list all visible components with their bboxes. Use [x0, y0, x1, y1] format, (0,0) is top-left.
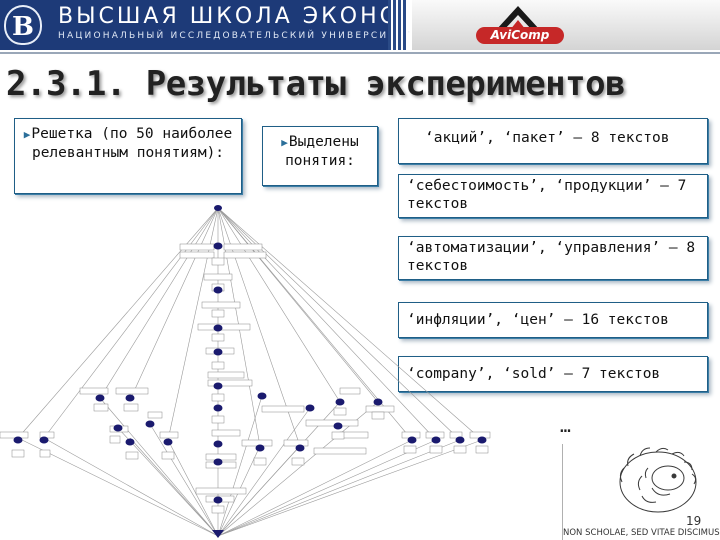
concepts-caption-box: ▶Выделены понятия: — [262, 126, 378, 186]
university-motto: NON SCHOLAE, SED VITAE DISCIMUS — [563, 528, 720, 538]
org-subtitle: НАЦИОНАЛЬНЫЙ ИССЛЕДОВАТЕЛЬСКИЙ УНИВЕРСИТ… — [58, 31, 412, 41]
emblem-divider — [562, 444, 563, 540]
result-box: ‘акций’, ‘пакет’ – 8 текстов — [398, 118, 708, 164]
result-box: ‘инфляции’, ‘цен’ – 16 текстов — [398, 302, 708, 338]
avicomp-logo-text: AviComp — [476, 27, 564, 44]
result-box: ‘себестоимость’, ‘продукции’ – 7 текстов — [398, 174, 708, 218]
page-number: 19 — [686, 514, 702, 528]
result-text: ‘себестоимость’, ‘продукции’ – 7 текстов — [407, 178, 687, 212]
header-stripes — [388, 0, 408, 50]
result-text: ‘акций’, ‘пакет’ – 8 текстов — [425, 130, 670, 146]
result-box: ‘company’, ‘sold’ – 7 текстов — [398, 356, 708, 392]
concepts-caption: Выделены понятия: — [285, 134, 359, 169]
slide-title: 2.3.1. Результаты экспериментов — [6, 64, 626, 104]
hse-emblem-icon: В — [4, 5, 42, 45]
partner-panel — [412, 0, 720, 50]
hedgehog-emblem-icon — [619, 447, 697, 513]
hse-banner — [0, 0, 388, 50]
lattice-caption-box: ▶Решетка (по 50 наиболее релевантным пон… — [14, 118, 242, 194]
more-results-ellipsis: … — [560, 416, 572, 437]
bullet-arrow-icon: ▶ — [23, 128, 31, 141]
lattice-caption: Решетка (по 50 наиболее релевантным поня… — [31, 126, 233, 161]
header-divider — [0, 52, 720, 54]
result-box: ‘автоматизации’, ‘управления’ – 8 тексто… — [398, 236, 708, 280]
concept-lattice-diagram — [0, 205, 491, 538]
result-text: ‘автоматизации’, ‘управления’ – 8 тексто… — [407, 240, 696, 274]
result-text: ‘company’, ‘sold’ – 7 текстов — [407, 366, 661, 382]
result-text: ‘инфляции’, ‘цен’ – 16 текстов — [407, 312, 669, 328]
slide-header: В ВЫСШАЯ ШКОЛА ЭКОНОМИКИ НАЦИОНАЛЬНЫЙ ИС… — [0, 0, 720, 54]
bullet-arrow-icon: ▶ — [281, 136, 288, 149]
